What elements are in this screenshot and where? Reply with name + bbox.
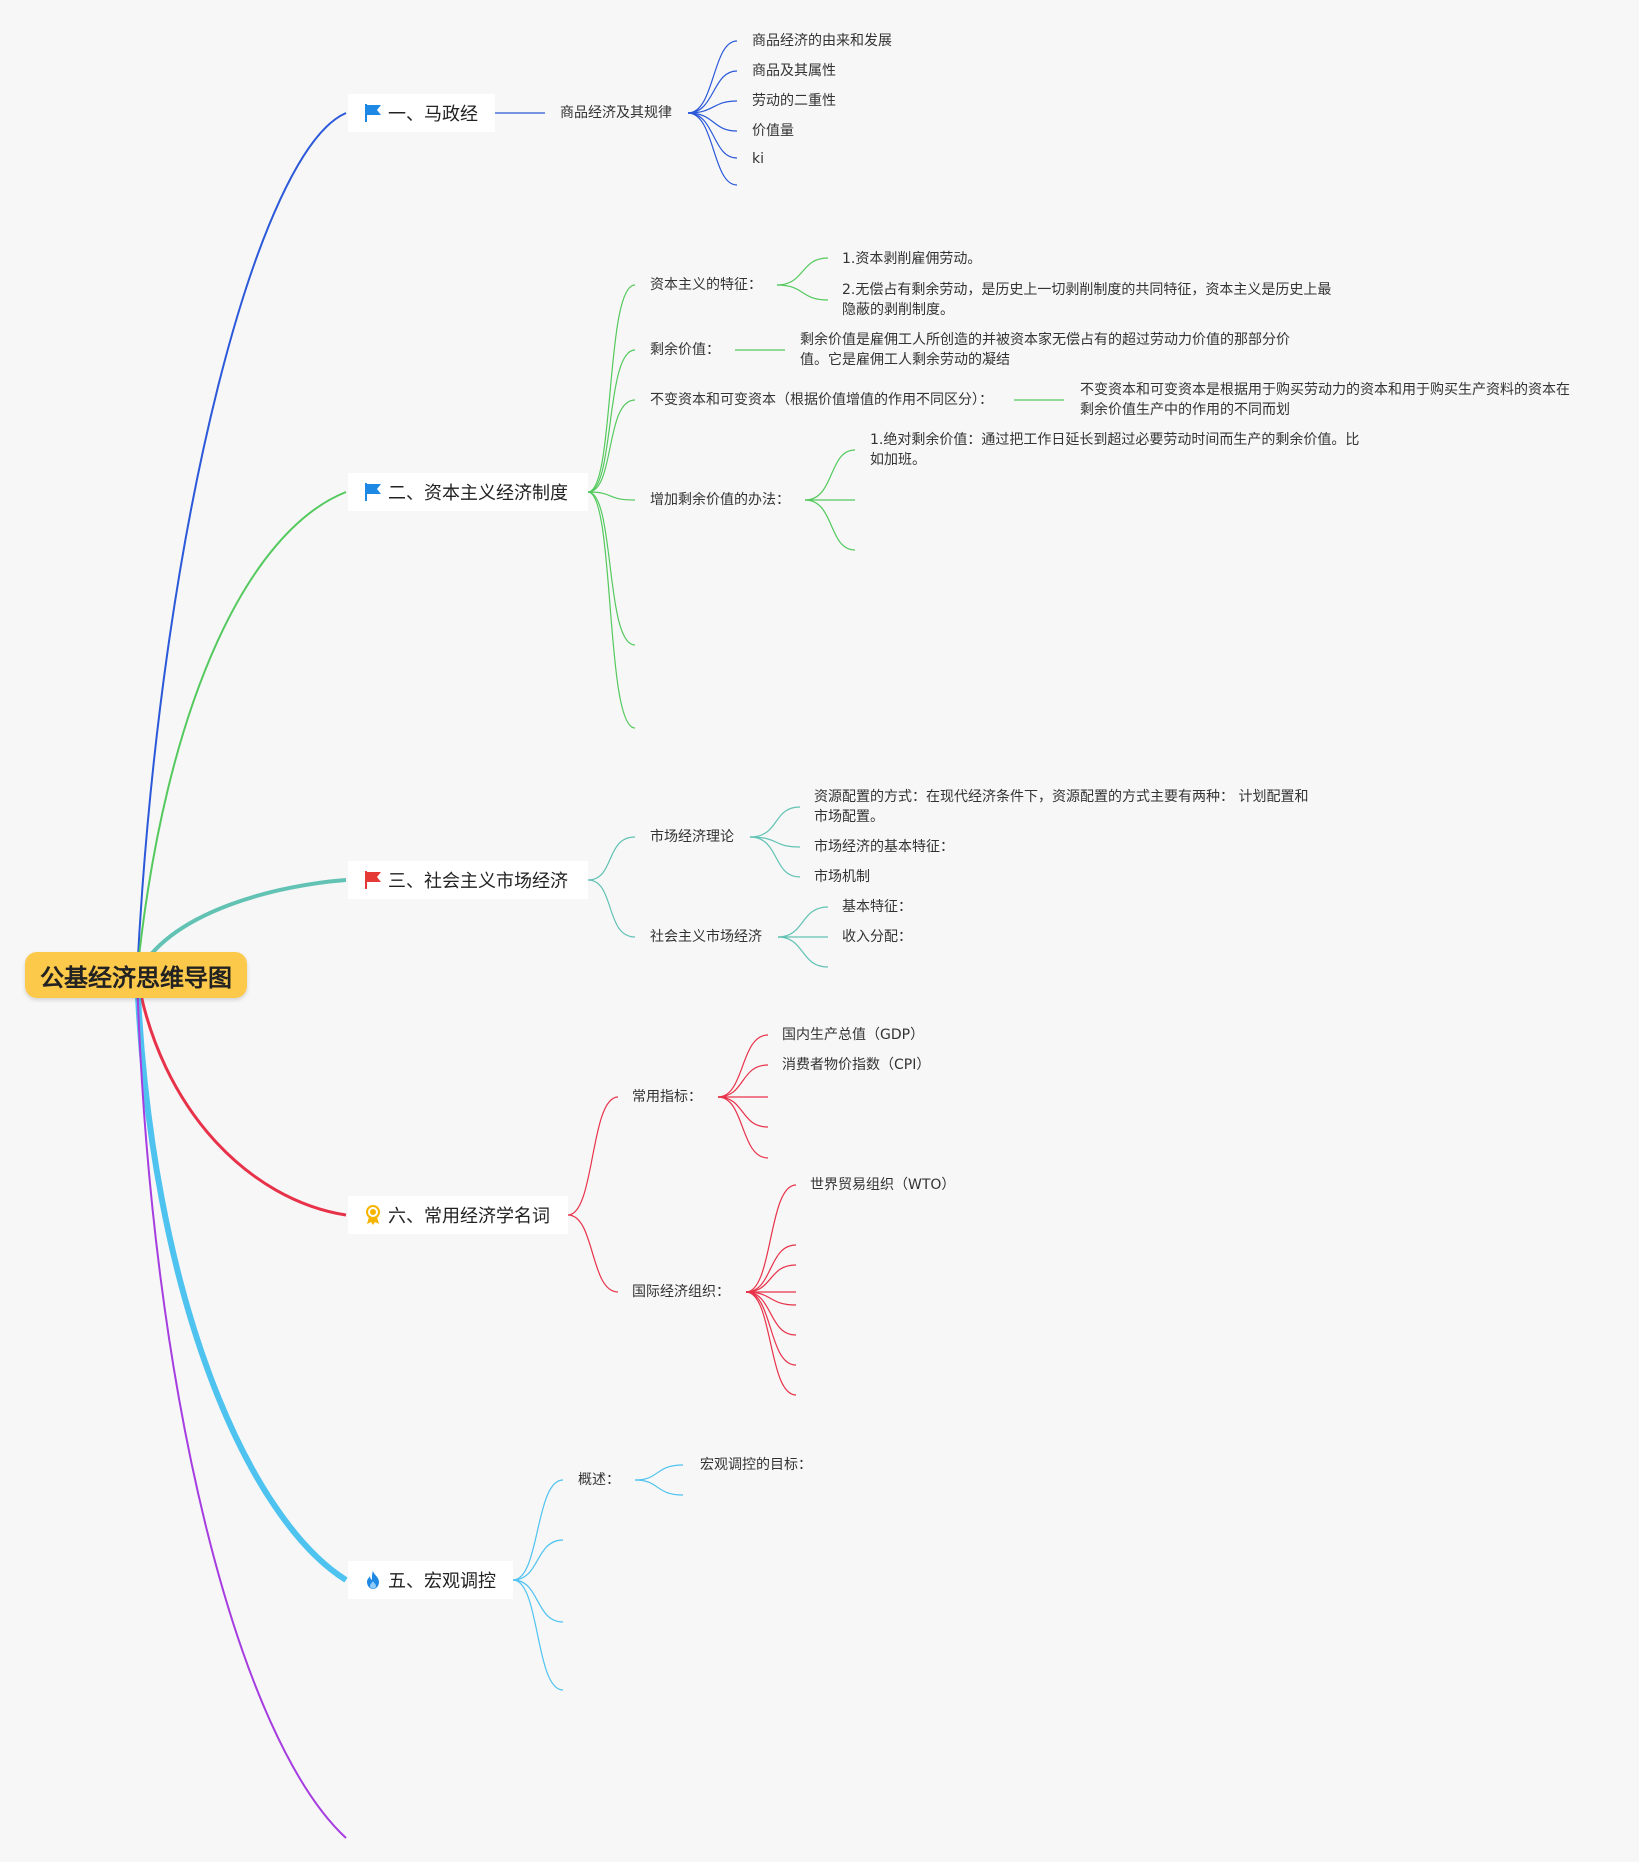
connector-b6-leaves	[717, 1034, 797, 1396]
main-topic-marxist-economics[interactable]: 一、马政经	[348, 94, 495, 132]
leaf-item[interactable]: 消费者物价指数（CPI）	[782, 1057, 931, 1073]
subtopic-surplus-value[interactable]: 剩余价值：	[650, 342, 720, 358]
connector-root-branch-2	[136, 491, 347, 976]
leaf-item[interactable]: 收入分配：	[842, 929, 912, 945]
connector-root-extra	[136, 974, 347, 1839]
connector-root-branch-6	[135, 974, 347, 1217]
connector-b3-subs	[587, 836, 636, 938]
leaf-item[interactable]: 商品及其属性	[752, 63, 836, 79]
connector-b5-leaves	[634, 1464, 684, 1496]
main-topic-label: 五、宏观调控	[388, 1571, 496, 1592]
leaf-item[interactable]: 资源配置的方式：在现代经济条件下，资源配置的方式主要有两种： 计划配置和市场配置…	[814, 789, 1309, 825]
blue-flag-icon	[362, 102, 384, 124]
main-topic-capitalist-system[interactable]: 二、资本主义经济制度	[348, 473, 588, 511]
root-topic[interactable]: 公基经济思维导图	[25, 952, 247, 998]
subtopic-increase-surplus-value[interactable]: 增加剩余价值的办法：	[650, 492, 790, 508]
leaf-item[interactable]: 市场机制	[814, 869, 870, 885]
main-topic-socialist-market-economy[interactable]: 三、社会主义市场经济	[348, 861, 588, 899]
subtopic-socialist-market-economy[interactable]: 社会主义市场经济	[650, 929, 762, 945]
connector-root-branch-5	[134, 974, 348, 1583]
red-flag-icon	[362, 869, 384, 891]
subtopic-commodity-economy[interactable]: 商品经济及其规律	[560, 105, 672, 121]
connector-b6-subs	[567, 1096, 619, 1293]
leaf-item[interactable]: 1.资本剥削雇佣劳动。	[842, 251, 982, 267]
main-topic-macro-control[interactable]: 五、宏观调控	[348, 1561, 513, 1599]
leaf-item[interactable]: 2.无偿占有剩余劳动，是历史上一切剥削制度的共同特征，资本主义是历史上最隐蔽的剥…	[842, 282, 1332, 318]
subtopic-common-indicators[interactable]: 常用指标：	[632, 1089, 702, 1105]
subtopic-international-organizations[interactable]: 国际经济组织：	[632, 1284, 730, 1300]
subtopic-constant-variable-capital[interactable]: 不变资本和可变资本（根据价值增值的作用不同区分）：	[650, 392, 993, 408]
blue-flag-icon	[362, 481, 384, 503]
leaf-item[interactable]: ki	[752, 151, 764, 167]
leaf-item[interactable]: 剩余价值是雇佣工人所创造的并被资本家无偿占有的超过劳动力价值的那部分价值。它是雇…	[800, 332, 1290, 368]
connector-b5-subs	[512, 1479, 564, 1691]
leaf-item[interactable]: 1.绝对剩余价值：通过把工作日延长到超过必要劳动时间而生产的剩余价值。比如加班。	[870, 432, 1360, 468]
main-topic-label: 六、常用经济学名词	[388, 1206, 550, 1227]
connector-b2-leaves	[735, 257, 1064, 551]
subtopic-capitalism-features[interactable]: 资本主义的特征：	[650, 277, 762, 293]
main-topic-economic-terms[interactable]: 六、常用经济学名词	[348, 1196, 568, 1234]
leaf-item[interactable]: 国内生产总值（GDP）	[782, 1027, 925, 1043]
leaf-item[interactable]: 劳动的二重性	[752, 93, 836, 109]
leaf-item[interactable]: 基本特征：	[842, 899, 912, 915]
main-topic-label: 三、社会主义市场经济	[388, 871, 568, 892]
leaf-item[interactable]: 不变资本和可变资本是根据用于购买劳动力的资本和用于购买生产资料的资本在剩余价值生…	[1080, 382, 1570, 418]
leaf-item[interactable]: 价值量	[752, 123, 794, 139]
connector-b1-leaves	[687, 40, 738, 186]
leaf-item[interactable]: 世界贸易组织（WTO）	[810, 1177, 956, 1193]
connector-b3-leaves	[749, 806, 829, 968]
main-topic-label: 二、资本主义经济制度	[388, 483, 568, 504]
main-topic-label: 一、马政经	[388, 104, 478, 125]
subtopic-overview[interactable]: 概述：	[578, 1472, 620, 1488]
award-ribbon-icon	[362, 1204, 384, 1226]
leaf-item[interactable]: 商品经济的由来和发展	[752, 33, 892, 49]
leaf-item[interactable]: 宏观调控的目标：	[700, 1457, 812, 1473]
leaf-item[interactable]: 市场经济的基本特征：	[814, 839, 954, 855]
connector-b2-subs	[587, 284, 636, 729]
connector-root-branch-1	[136, 112, 347, 976]
fire-icon	[362, 1569, 384, 1591]
subtopic-market-economy-theory[interactable]: 市场经济理论	[650, 829, 734, 845]
